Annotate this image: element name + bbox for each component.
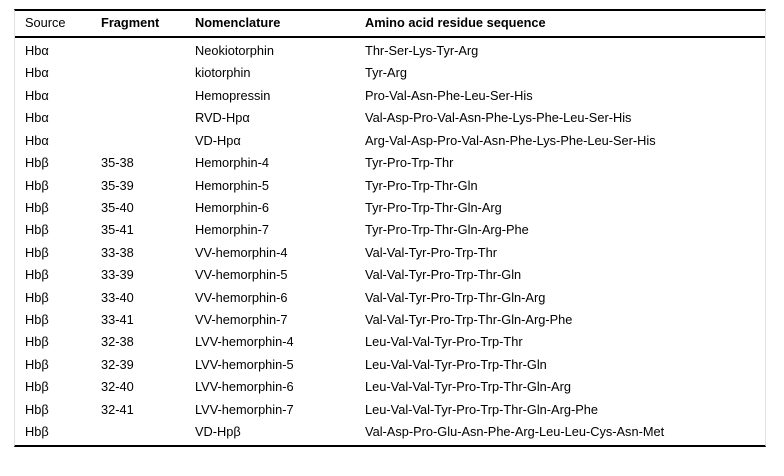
cell-sequence: Leu-Val-Val-Tyr-Pro-Trp-Thr: [365, 334, 523, 350]
cell-nomenclature: LVV-hemorphin-6: [195, 379, 294, 395]
cell-source: Hbβ: [25, 311, 49, 327]
cell-sequence: Leu-Val-Val-Tyr-Pro-Trp-Thr-Gln-Arg: [365, 379, 571, 395]
table-row: Hbα RVD-Hpα Val-Asp-Pro-Val-Asn-Phe-Lys-Ph…: [15, 107, 765, 129]
cell-sequence: Tyr-Pro-Trp-Thr-Gln: [365, 177, 478, 193]
cell-nomenclature: LVV-hemorphin-4: [195, 334, 294, 350]
cell-source: Hbα: [25, 43, 49, 59]
cell-source: Hbβ: [25, 379, 49, 395]
table-row: Hbα Neokiotorphin Thr-Ser-Lys-Tyr-Arg: [15, 37, 765, 62]
cell-fragment: 32-41: [101, 401, 134, 417]
table-header-row: Source Fragment Nomenclature Amino acid …: [15, 11, 765, 38]
table-row: Hbβ 32-38 LVV-hemorphin-4 Leu-Val-Val-Tyr-P…: [15, 331, 765, 353]
cell-nomenclature: Neokiotorphin: [195, 43, 274, 59]
cell-nomenclature: VD-Hpβ: [195, 423, 241, 439]
cell-sequence: Tyr-Pro-Trp-Thr: [365, 155, 454, 171]
column-header-nomenclature: Nomenclature: [195, 15, 281, 30]
peptide-table: Source Fragment Nomenclature Amino acid …: [15, 11, 765, 445]
cell-nomenclature: Hemorphin-4: [195, 155, 269, 171]
cell-fragment: [101, 85, 195, 107]
cell-source: Hbβ: [25, 334, 49, 350]
cell-sequence: Leu-Val-Val-Tyr-Pro-Trp-Thr-Gln-Arg-Phe: [365, 401, 598, 417]
cell-sequence: Val-Asp-Pro-Val-Asn-Phe-Lys-Phe-Leu-Ser-…: [365, 110, 632, 126]
cell-fragment: [101, 130, 195, 152]
cell-fragment: [101, 107, 195, 129]
cell-sequence: Tyr-Pro-Trp-Thr-Gln-Arg-Phe: [365, 222, 529, 238]
cell-sequence: Val-Val-Tyr-Pro-Trp-Thr-Gln-Arg: [365, 289, 546, 305]
cell-fragment: 32-38: [101, 334, 134, 350]
cell-source: Hbβ: [25, 222, 49, 238]
cell-nomenclature: VD-Hpα: [195, 132, 241, 148]
cell-sequence: Tyr-Arg: [365, 65, 407, 81]
cell-fragment: 33-38: [101, 244, 134, 260]
cell-fragment: 32-39: [101, 356, 134, 372]
table-row: Hbβ 35-39 Hemorphin-5 Tyr-Pro-Trp-Thr-Gln: [15, 175, 765, 197]
cell-source: Hbβ: [25, 356, 49, 372]
cell-nomenclature: LVV-hemorphin-5: [195, 356, 294, 372]
cell-source: Hbα: [25, 110, 49, 126]
table-header: Source Fragment Nomenclature Amino acid …: [15, 11, 765, 38]
column-header-source: Source: [25, 15, 66, 30]
cell-sequence: Arg-Val-Asp-Pro-Val-Asn-Phe-Lys-Phe-Leu-…: [365, 132, 656, 148]
cell-source: Hbβ: [25, 267, 49, 283]
cell-sequence: Leu-Val-Val-Tyr-Pro-Trp-Thr-Gln: [365, 356, 547, 372]
table-row: Hbβ 33-39 VV-hemorphin-5 Val-Val-Tyr-Pro-Tr…: [15, 264, 765, 286]
table-row: Hbβ 33-38 VV-hemorphin-4 Val-Val-Tyr-Pro-Tr…: [15, 242, 765, 264]
cell-nomenclature: kiotorphin: [195, 65, 251, 81]
column-header-fragment: Fragment: [101, 15, 160, 30]
cell-source: Hbβ: [25, 155, 49, 171]
cell-sequence: Val-Val-Tyr-Pro-Trp-Thr-Gln: [365, 267, 522, 283]
table-row: Hbα Hemopressin Pro-Val-Asn-Phe-Leu-Ser-Hi…: [15, 85, 765, 107]
cell-source: Hbα: [25, 87, 49, 103]
table-row: Hbβ 32-39 LVV-hemorphin-5 Leu-Val-Val-Tyr-P…: [15, 354, 765, 376]
table-row: Hbβ 35-41 Hemorphin-7 Tyr-Pro-Trp-Thr-Gln-A…: [15, 219, 765, 241]
cell-nomenclature: LVV-hemorphin-7: [195, 401, 294, 417]
cell-source: Hbβ: [25, 177, 49, 193]
cell-sequence: Thr-Ser-Lys-Tyr-Arg: [365, 43, 479, 59]
cell-source: Hbβ: [25, 401, 49, 417]
cell-nomenclature: Hemopressin: [195, 87, 271, 103]
cell-sequence: Pro-Val-Asn-Phe-Leu-Ser-His: [365, 87, 533, 103]
table-row: Hbα kiotorphin Tyr-Arg: [15, 62, 765, 84]
cell-fragment: [101, 62, 195, 84]
cell-nomenclature: Hemorphin-5: [195, 177, 269, 193]
cell-sequence: Val-Val-Tyr-Pro-Trp-Thr-Gln-Arg-Phe: [365, 311, 573, 327]
cell-nomenclature: VV-hemorphin-6: [195, 289, 288, 305]
cell-fragment: 33-40: [101, 289, 134, 305]
cell-fragment: [101, 421, 195, 445]
cell-source: Hbβ: [25, 423, 49, 439]
table-row: Hbα VD-Hpα Arg-Val-Asp-Pro-Val-Asn-Phe-Lys…: [15, 130, 765, 152]
cell-fragment: 35-41: [101, 222, 134, 238]
cell-sequence: Tyr-Pro-Trp-Thr-Gln-Arg: [365, 199, 502, 215]
cell-fragment: 33-39: [101, 267, 134, 283]
cell-fragment: 35-40: [101, 199, 134, 215]
table-row: Hbβ 32-41 LVV-hemorphin-7 Leu-Val-Val-Tyr-P…: [15, 399, 765, 421]
cell-fragment: 35-38: [101, 155, 134, 171]
cell-nomenclature: Hemorphin-7: [195, 222, 269, 238]
cell-source: Hbα: [25, 132, 49, 148]
cell-nomenclature: Hemorphin-6: [195, 199, 269, 215]
table-row: Hbβ 33-40 VV-hemorphin-6 Val-Val-Tyr-Pro-Tr…: [15, 287, 765, 309]
cell-sequence: Val-Asp-Pro-Glu-Asn-Phe-Arg-Leu-Leu-Cys-…: [365, 423, 665, 439]
cell-fragment: 33-41: [101, 311, 134, 327]
cell-fragment: 35-39: [101, 177, 134, 193]
cell-source: Hbβ: [25, 244, 49, 260]
cell-nomenclature: RVD-Hpα: [195, 110, 250, 126]
table-row: Hbβ 35-40 Hemorphin-6 Tyr-Pro-Trp-Thr-Gln-A…: [15, 197, 765, 219]
cell-nomenclature: VV-hemorphin-5: [195, 267, 288, 283]
table-row: Hbβ 32-40 LVV-hemorphin-6 Leu-Val-Val-Tyr-P…: [15, 376, 765, 398]
table-row: Hbβ 35-38 Hemorphin-4 Tyr-Pro-Trp-Thr: [15, 152, 765, 174]
column-header-sequence: Amino acid residue sequence: [365, 15, 546, 30]
cell-source: Hbβ: [25, 289, 49, 305]
cell-nomenclature: VV-hemorphin-7: [195, 311, 288, 327]
cell-source: Hbα: [25, 65, 49, 81]
peptide-table-container: Source Fragment Nomenclature Amino acid …: [14, 9, 766, 448]
cell-sequence: Val-Val-Tyr-Pro-Trp-Thr: [365, 244, 497, 260]
cell-source: Hbβ: [25, 199, 49, 215]
table-row: Hbβ VD-Hpβ Val-Asp-Pro-Glu-Asn-Phe-Arg-Leu…: [15, 421, 765, 445]
table-row: Hbβ 33-41 VV-hemorphin-7 Val-Val-Tyr-Pro-Tr…: [15, 309, 765, 331]
cell-fragment: 32-40: [101, 379, 134, 395]
cell-fragment: [101, 37, 195, 62]
cell-nomenclature: VV-hemorphin-4: [195, 244, 288, 260]
